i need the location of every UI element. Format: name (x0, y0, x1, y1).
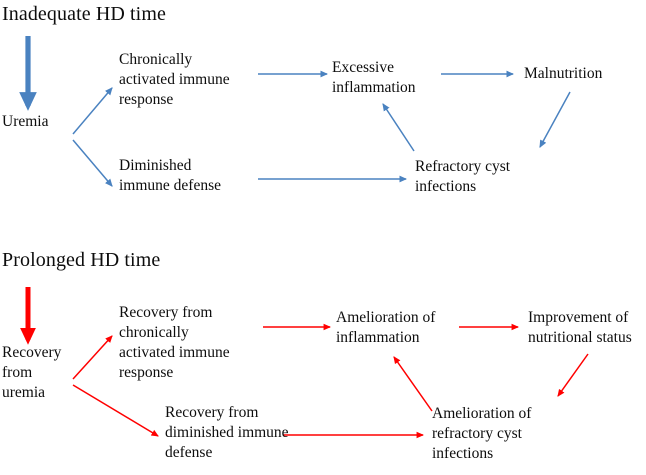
arrow-recovery-to-chronic (72, 335, 113, 380)
arrow-uremia-to-diminished (72, 139, 113, 187)
panel-title-inadequate-hd-time: Inadequate HD time (2, 3, 166, 25)
node-malnutrition: Malnutrition (524, 65, 603, 82)
panel-title-prolonged-hd-time: Prolonged HD time (2, 249, 161, 271)
node-amelioration-of-refractory-cyst-infections: Amelioration of refractory cyst infectio… (432, 405, 532, 462)
node-recovery-from-diminished-immune-defense: Recovery from diminished immune defense (165, 404, 289, 461)
node-diminished-immune-defense: Diminished immune defense (119, 157, 222, 194)
node-amelioration-of-inflammation: Amelioration of inflammation (336, 309, 436, 346)
arrow-amelref-to-amelinf (393, 356, 433, 412)
arrow-refractory-to-excessive (382, 103, 415, 152)
arrow-improve-to-amelref (557, 353, 589, 397)
arrow-recovery-to-diminished (72, 384, 159, 437)
node-uremia: Uremia (2, 113, 49, 130)
node-recovery-from-chronically-activated-immune-response: Recovery from chronically activated immu… (119, 304, 230, 381)
arrow-malnutrition-to-refractory (539, 91, 571, 148)
node-chronically-activated-immune-response: Chronically activated immune response (119, 51, 230, 108)
node-excessive-inflammation: Excessive inflammation (332, 59, 416, 96)
node-refractory-cyst-infections: Refractory cyst infections (415, 158, 511, 195)
node-improvement-of-nutritional-status: Improvement of nutritional status (528, 309, 632, 346)
arrow-uremia-to-chronic (72, 87, 113, 135)
node-recovery-from-uremia: Recovery from uremia (2, 344, 62, 401)
